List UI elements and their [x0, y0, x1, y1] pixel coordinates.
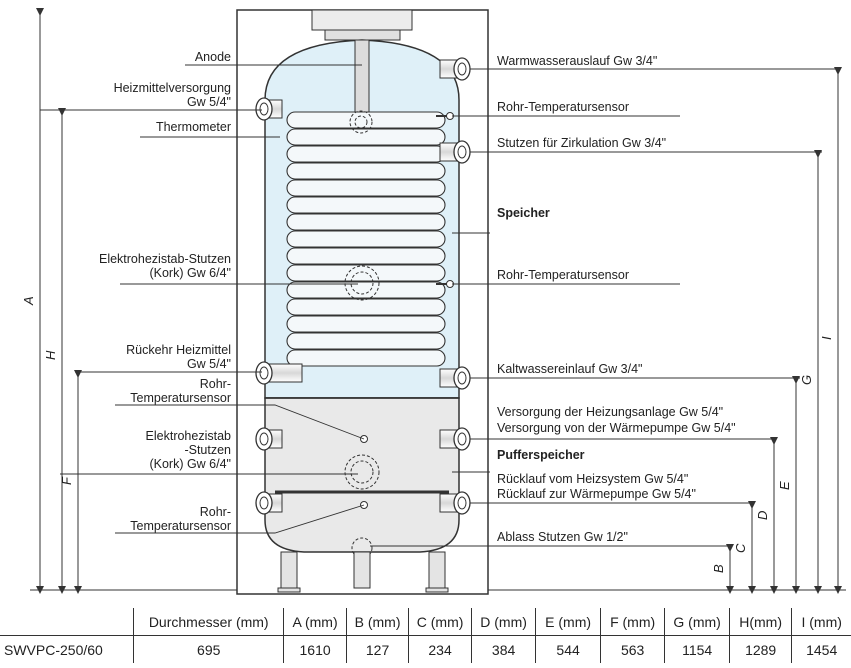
- coil-loop: [286, 145, 446, 163]
- table-header-8: G (mm): [664, 608, 730, 636]
- tank-diagram: A H F B C D E G I Anode Heizmittelversor…: [21, 8, 846, 595]
- label-return-heating: Rücklauf vom Heizsystem Gw 5/4": [497, 472, 688, 486]
- dimension-lines: [30, 8, 846, 594]
- lower-tank: [264, 397, 460, 553]
- coil-loop: [286, 247, 446, 265]
- table-header-9: H(mm): [729, 608, 793, 636]
- label-storage: Speicher: [497, 206, 550, 220]
- leader-lines-right: [370, 68, 840, 547]
- table-header-0: [0, 608, 135, 636]
- top-cap: [311, 9, 413, 31]
- label-return-heat-1: Rückehr Heizmittel: [126, 343, 231, 357]
- right-connectors: [436, 57, 471, 515]
- table-cell-7: 563: [600, 635, 666, 663]
- coil-loop: [286, 196, 446, 214]
- dim-E: E: [777, 481, 792, 490]
- heating-coil: [286, 111, 446, 367]
- label-pipe-sensor-r2: Rohr-Temperatursensor: [497, 268, 629, 282]
- table-header-7: F (mm): [600, 608, 666, 636]
- label-electro-b-3: (Kork) Gw 6/4": [149, 457, 231, 471]
- label-return-heat-2: Gw 5/4": [187, 357, 231, 371]
- table-cell-8: 1154: [664, 635, 730, 663]
- coil-loop: [286, 179, 446, 197]
- label-thermometer: Thermometer: [156, 120, 231, 134]
- label-pipe-sensor-l1-2: Temperatursensor: [130, 391, 231, 405]
- label-buffer: Pufferspeicher: [497, 448, 585, 462]
- label-pipe-sensor-l1-1: Rohr-: [200, 377, 231, 391]
- table-header-6: E (mm): [535, 608, 601, 636]
- label-pipe-sensor-l2-1: Rohr-: [200, 505, 231, 519]
- coil-loop: [286, 128, 446, 146]
- table-header-row: Durchmesser (mm)A (mm)B (mm)C (mm)D (mm)…: [0, 608, 851, 636]
- label-electro-b-2: -Stutzen: [184, 443, 231, 457]
- dim-C: C: [733, 543, 748, 553]
- label-pipe-sensor-l2-2: Temperatursensor: [130, 519, 231, 533]
- dim-G: G: [799, 375, 814, 385]
- leader-lines-left: [40, 64, 365, 534]
- table-header-4: C (mm): [408, 608, 472, 636]
- coil-loop: [286, 332, 446, 350]
- coil-loop: [286, 349, 446, 367]
- label-electro-b-1: Elektrohezistab: [146, 429, 232, 443]
- label-cold-water-in: Kaltwassereinlauf Gw 3/4": [497, 362, 642, 376]
- left-connectors: [255, 97, 303, 515]
- table-cell-6: 544: [535, 635, 601, 663]
- table-cell-2: 1610: [283, 635, 347, 663]
- right-labels: Warmwasserauslauf Gw 3/4" Rohr-Temperatu…: [497, 54, 736, 544]
- label-circulation: Stutzen für Zirkulation Gw 3/4": [497, 136, 666, 150]
- dim-H: H: [43, 350, 58, 360]
- table-cell-4: 234: [408, 635, 472, 663]
- spec-table: Durchmesser (mm)A (mm)B (mm)C (mm)D (mm)…: [0, 608, 851, 663]
- coil-loop: [286, 162, 446, 180]
- label-electro-2: (Kork) Gw 6/4": [149, 266, 231, 280]
- table-header-5: D (mm): [471, 608, 537, 636]
- tank-legs: [277, 551, 449, 593]
- table-cell-5: 384: [471, 635, 537, 663]
- coil-loop: [286, 213, 446, 231]
- table-header-10: I (mm): [791, 608, 851, 636]
- label-hot-water-out: Warmwasserauslauf Gw 3/4": [497, 54, 657, 68]
- table-cell-9: 1289: [729, 635, 793, 663]
- label-pipe-sensor-r1: Rohr-Temperatursensor: [497, 100, 629, 114]
- table-cell-0: SWVPC-250/60: [0, 635, 135, 663]
- coil-loop: [286, 315, 446, 333]
- coil-loop: [286, 298, 446, 316]
- dim-D: D: [755, 511, 770, 520]
- label-electro-1: Elektrohezistab-Stutzen: [99, 252, 231, 266]
- table-cell-1: 695: [133, 635, 285, 663]
- dashed-ports: [344, 110, 380, 559]
- table-header-3: B (mm): [346, 608, 410, 636]
- table-cell-10: 1454: [806, 641, 838, 658]
- label-drain: Ablass Stutzen Gw 1/2": [497, 530, 628, 544]
- label-anode: Anode: [195, 50, 231, 64]
- dim-F: F: [59, 476, 74, 485]
- label-heat-supply-2: Gw 5/4": [187, 95, 231, 109]
- label-supply-heating: Versorgung der Heizungsanlage Gw 5/4": [497, 405, 723, 419]
- coil-loop: [286, 111, 446, 129]
- dimension-labels: A H F B C D E G I: [21, 296, 834, 573]
- table-header-1: Durchmesser (mm): [133, 608, 285, 636]
- dim-I: I: [819, 336, 834, 340]
- table-header-2: A (mm): [283, 608, 347, 636]
- dim-A: A: [21, 296, 36, 306]
- label-return-heatpump: Rücklauf zur Wärmepumpe Gw 5/4": [497, 487, 696, 501]
- label-heat-supply-1: Heizmittelversorgung: [114, 81, 231, 95]
- label-supply-heatpump: Versorgung von der Wärmepumpe Gw 5/4": [497, 421, 736, 435]
- table-cell-3: 127: [346, 635, 410, 663]
- left-labels: Anode Heizmittelversorgung Gw 5/4" Therm…: [99, 50, 231, 533]
- coil-loop: [286, 230, 446, 248]
- dim-B: B: [711, 564, 726, 573]
